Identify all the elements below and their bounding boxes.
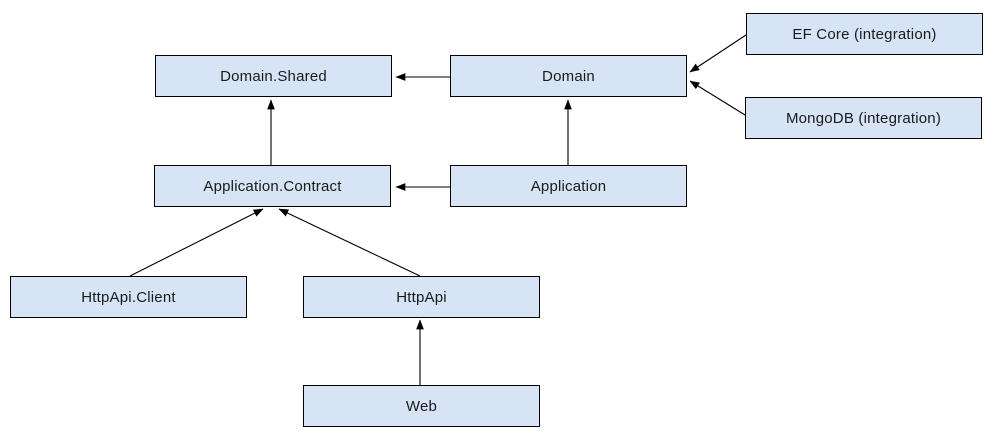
node-domain-label: Domain — [542, 67, 595, 85]
node-application: Application — [450, 165, 687, 207]
node-web-label: Web — [405, 397, 438, 415]
node-application-label: Application — [530, 177, 607, 195]
node-web: Web — [303, 385, 540, 427]
edge-ef-core-to-domain — [689, 34, 747, 73]
node-httpapi-label: HttpApi — [396, 288, 447, 306]
node-mongodb-integration: MongoDB (integration) — [745, 97, 982, 139]
node-httpapi-client-label: HttpApi.Client — [81, 288, 176, 306]
node-mongodb-integration-label: MongoDB (integration) — [785, 109, 942, 127]
node-ef-core-integration-label: EF Core (integration) — [792, 25, 937, 43]
node-domain-shared-label: Domain.Shared — [220, 67, 327, 85]
node-ef-core-integration: EF Core (integration) — [746, 13, 983, 55]
node-application-contract-label: Application.Contract — [203, 177, 342, 195]
edge-httpapi-client-to-application-contract — [129, 208, 264, 277]
edge-mongodb-to-domain — [689, 80, 746, 116]
node-httpapi-client: HttpApi.Client — [10, 276, 247, 318]
node-domain-shared: Domain.Shared — [155, 55, 392, 97]
edge-httpapi-to-application-contract — [278, 208, 421, 277]
node-application-contract: Application.Contract — [154, 165, 391, 207]
node-domain: Domain — [450, 55, 687, 97]
node-httpapi: HttpApi — [303, 276, 540, 318]
